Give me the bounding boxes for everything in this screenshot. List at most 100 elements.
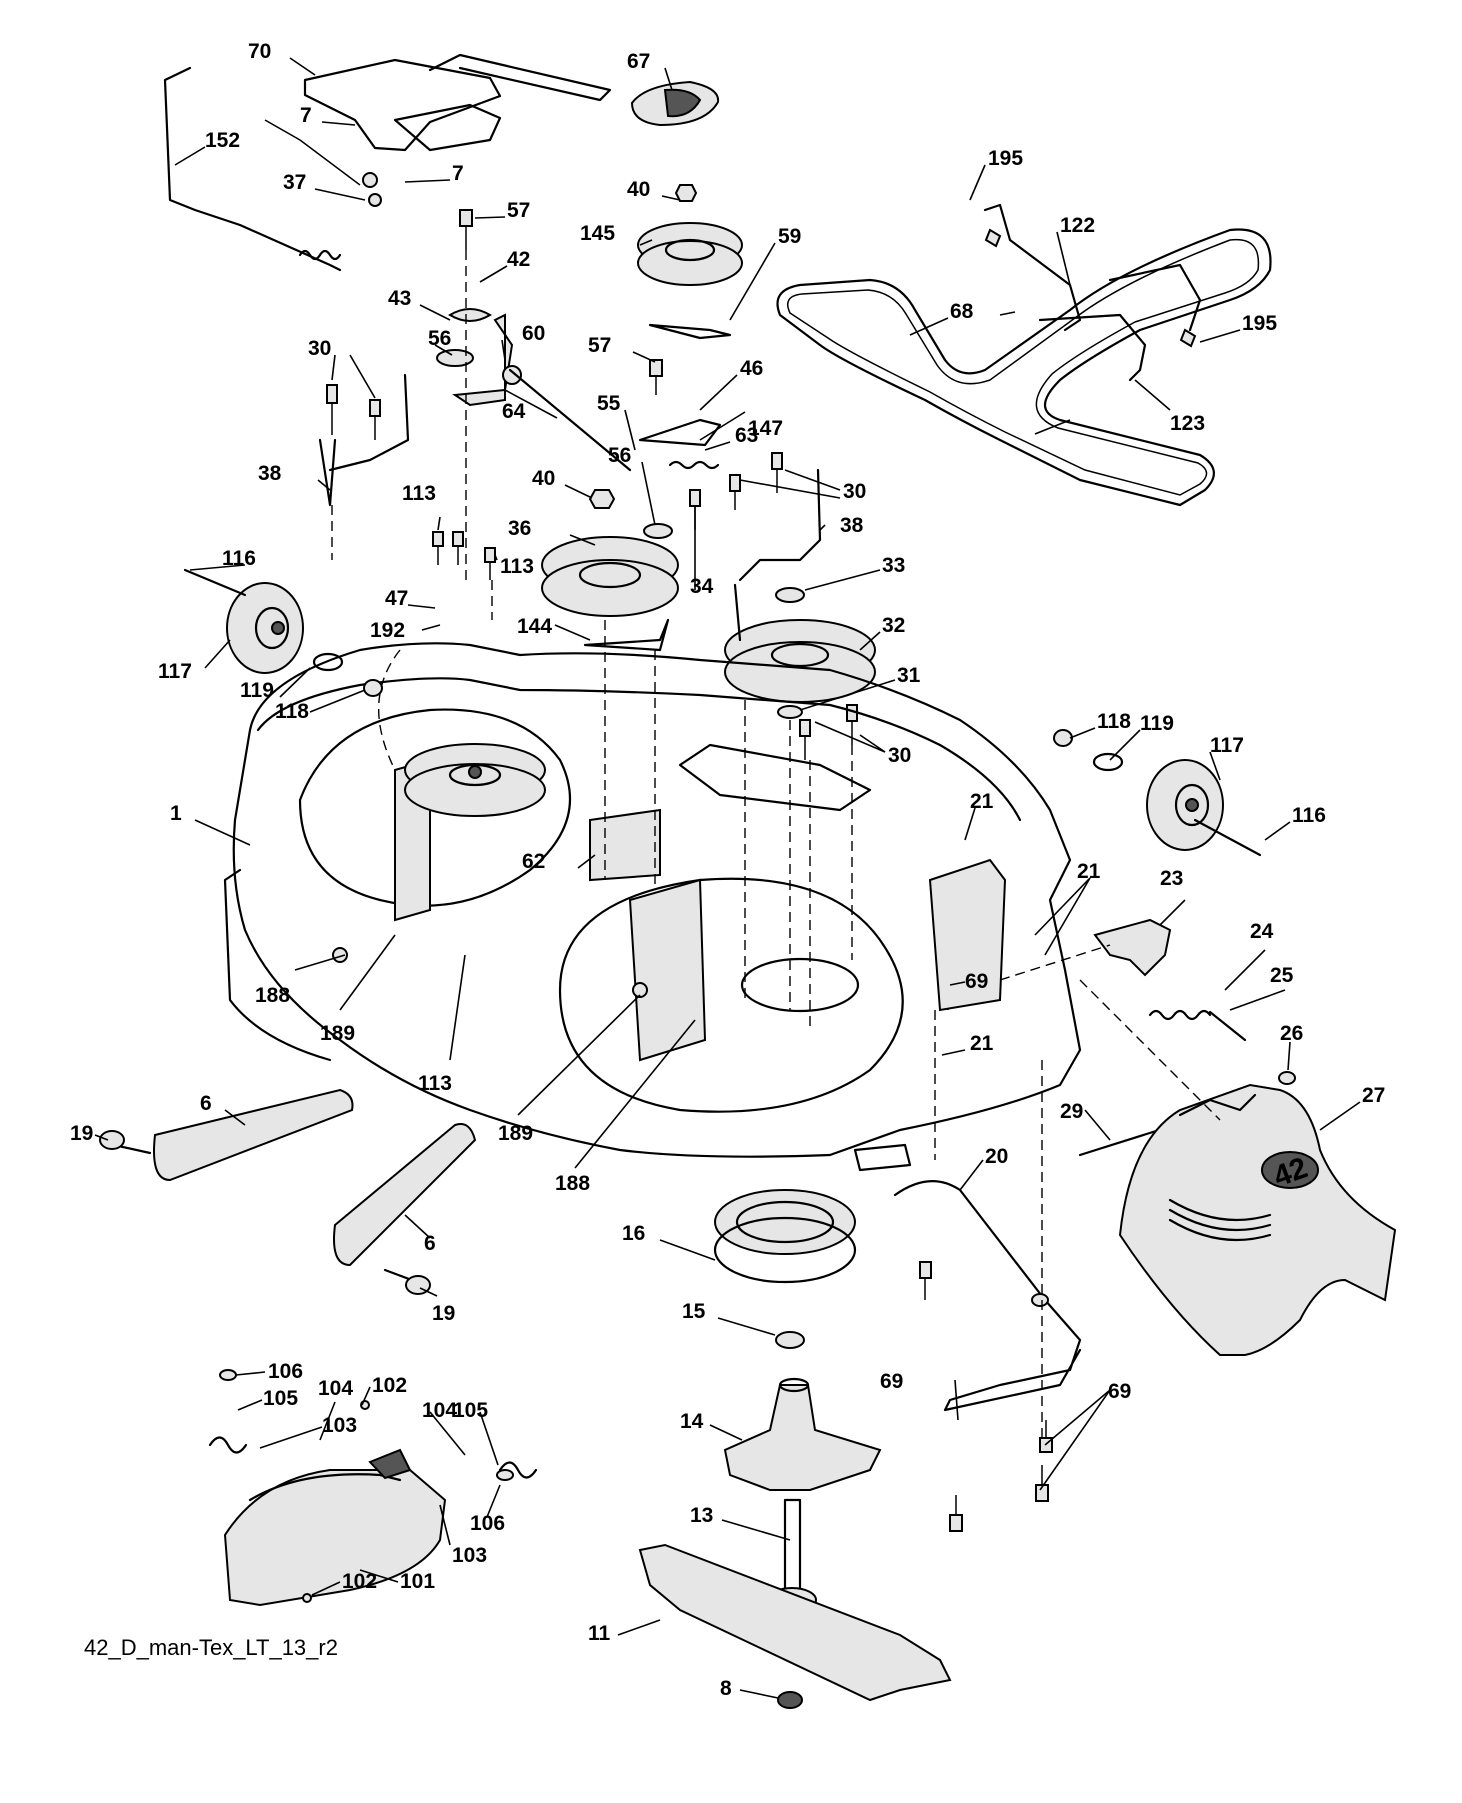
callout-c37: 37 xyxy=(283,171,306,194)
callout-leader-lines xyxy=(94,57,1361,1699)
bolts xyxy=(326,209,1053,1532)
callout-c106b: 106 xyxy=(470,1512,505,1535)
callout-c117b: 117 xyxy=(1210,734,1244,757)
callout-c113b: 113 xyxy=(500,555,534,578)
callout-c34: 34 xyxy=(690,575,714,598)
callout-c192: 192 xyxy=(370,619,405,642)
callout-c119a: 119 xyxy=(240,679,274,702)
callout-c43: 43 xyxy=(388,287,411,310)
callout-c116a: 116 xyxy=(222,547,256,570)
callout-c55: 55 xyxy=(597,392,621,415)
callout-c21b: 21 xyxy=(1077,860,1101,883)
callout-c30c: 30 xyxy=(888,744,911,767)
callout-c21a: 21 xyxy=(970,790,994,813)
callout-c19b: 19 xyxy=(432,1302,455,1325)
callout-c122: 122 xyxy=(1060,214,1095,237)
callout-c38a: 38 xyxy=(258,462,282,485)
callout-c16: 16 xyxy=(622,1222,645,1245)
spindle-assembly xyxy=(713,1189,882,1613)
callout-c11: 11 xyxy=(588,1622,611,1645)
callout-c69b: 69 xyxy=(880,1370,903,1393)
callout-c36: 36 xyxy=(508,517,531,540)
callout-c104a: 104 xyxy=(318,1377,353,1400)
callout-c7b: 7 xyxy=(452,162,464,185)
callout-c195a: 195 xyxy=(988,147,1023,170)
callout-c64: 64 xyxy=(502,400,526,423)
callout-c113a: 113 xyxy=(402,482,436,505)
gauge-wheels xyxy=(183,568,1262,857)
callout-c40a: 40 xyxy=(627,178,650,201)
callout-c7a: 7 xyxy=(300,104,312,127)
callout-c30a: 30 xyxy=(308,337,331,360)
callout-c6b: 6 xyxy=(424,1232,436,1255)
callout-c56b: 56 xyxy=(608,444,631,467)
callout-c113c: 113 xyxy=(418,1072,452,1095)
callout-c6a: 6 xyxy=(200,1092,212,1115)
callout-c33: 33 xyxy=(882,554,905,577)
callout-c152: 152 xyxy=(205,129,240,152)
callout-c102a: 102 xyxy=(372,1374,407,1397)
hanger-brackets xyxy=(318,373,822,642)
callout-c21c: 21 xyxy=(970,1032,994,1055)
callout-c144: 144 xyxy=(517,615,552,638)
callout-c118b: 118 xyxy=(1097,710,1131,733)
callout-c24: 24 xyxy=(1250,920,1274,943)
mulch-rod xyxy=(893,1180,1082,1412)
callout-c19a: 19 xyxy=(70,1122,93,1145)
callout-c189a: 189 xyxy=(320,1022,355,1045)
idler-pulley-upper xyxy=(637,184,743,340)
discharge-deflector xyxy=(1118,1083,1397,1356)
mower-deck-housing xyxy=(223,642,1082,1172)
assembly-lines xyxy=(331,250,1221,1438)
callout-c14: 14 xyxy=(680,1410,704,1433)
callout-c47: 47 xyxy=(385,587,408,610)
callout-c13: 13 xyxy=(690,1504,713,1527)
callout-c26: 26 xyxy=(1280,1022,1303,1045)
belt-guides xyxy=(983,203,1202,382)
callout-c59: 59 xyxy=(778,225,801,248)
callout-c56a: 56 xyxy=(428,327,451,350)
callout-c195b: 195 xyxy=(1242,312,1277,335)
callout-c27: 27 xyxy=(1362,1084,1385,1107)
callout-c20: 20 xyxy=(985,1145,1008,1168)
callout-c118a: 118 xyxy=(275,700,309,723)
callout-c8: 8 xyxy=(720,1677,732,1700)
callout-c57b: 57 xyxy=(588,334,611,357)
callout-c25: 25 xyxy=(1270,964,1294,987)
callout-c62: 62 xyxy=(522,850,545,873)
callout-c106a: 106 xyxy=(268,1360,303,1383)
callout-c123: 123 xyxy=(1170,412,1205,435)
callout-c57a: 57 xyxy=(507,199,530,222)
callout-c68: 68 xyxy=(950,300,974,323)
callout-c102b: 102 xyxy=(342,1570,377,1593)
lift-lever-assembly xyxy=(163,53,612,272)
callout-c104b: 104 xyxy=(422,1399,457,1422)
left-spindle-pulley xyxy=(404,743,546,817)
callout-c46: 46 xyxy=(740,357,763,380)
drawing-id: 42_D_man-Tex_LT_13_r2 xyxy=(84,1635,338,1660)
cutting-blade xyxy=(638,1543,952,1709)
mulch-cover xyxy=(208,1369,538,1607)
callout-c69a: 69 xyxy=(965,970,988,993)
callout-c63: 63 xyxy=(735,424,758,447)
deck-arms xyxy=(99,1088,477,1295)
drive-belt xyxy=(776,228,1272,507)
callout-c23: 23 xyxy=(1160,867,1183,890)
callout-c30b: 30 xyxy=(843,480,866,503)
callout-c119b: 119 xyxy=(1140,712,1174,735)
callout-c42: 42 xyxy=(507,248,530,271)
callout-c145: 145 xyxy=(580,222,615,245)
callout-c70: 70 xyxy=(248,40,271,63)
callout-c32: 32 xyxy=(882,614,905,637)
callout-c117a: 117 xyxy=(158,660,192,683)
callout-c188b: 188 xyxy=(555,1172,590,1195)
callout-c147: 147 xyxy=(748,417,783,440)
callout-c15: 15 xyxy=(682,1300,706,1323)
parts-artwork xyxy=(99,53,1397,1709)
callout-c101: 101 xyxy=(400,1570,435,1593)
callout-c105a: 105 xyxy=(263,1387,298,1410)
callout-c29: 29 xyxy=(1060,1100,1083,1123)
deck-height-decal xyxy=(630,80,720,127)
